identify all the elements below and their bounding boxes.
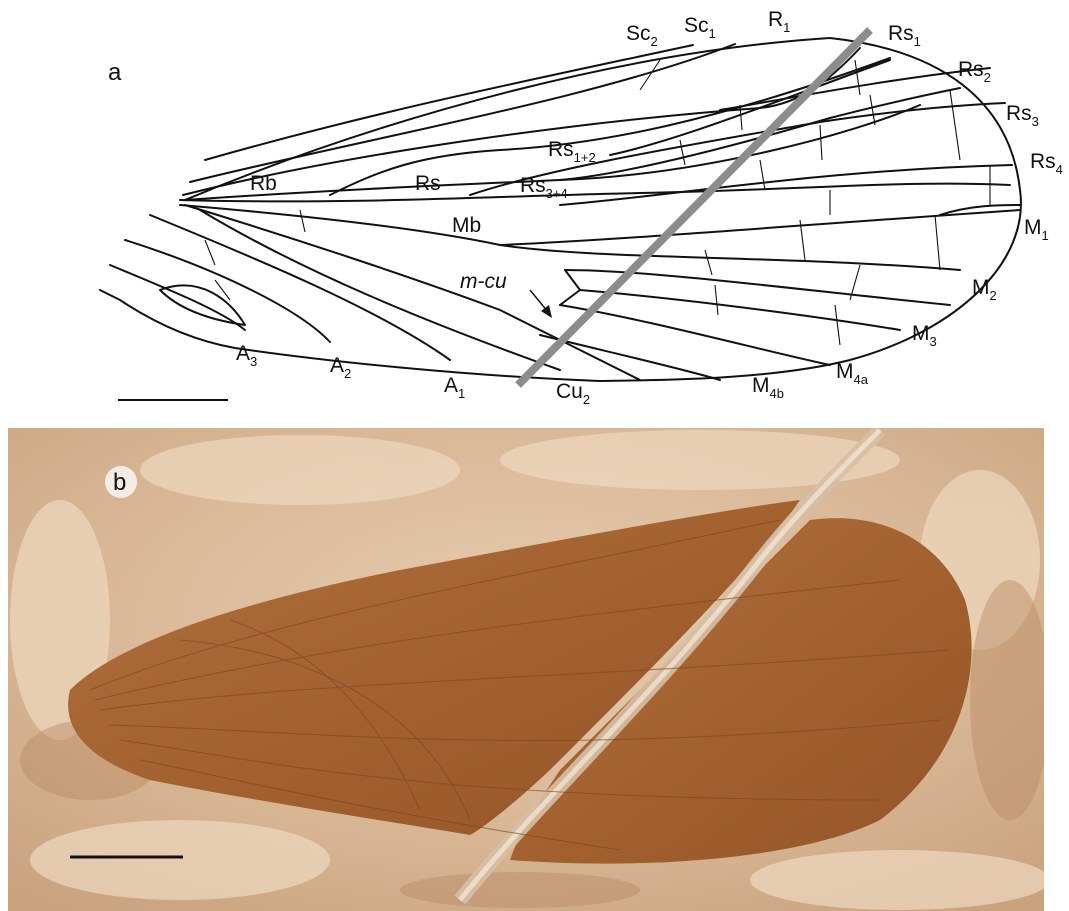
vein-labels: Sc2 Sc1 R1 Rs1 Rs2 Rs3 Rs4 Rs1+2 Rs3+4 R…	[236, 8, 1063, 407]
label-a2: A2	[330, 354, 351, 381]
section-line	[518, 30, 870, 385]
label-m4a: M4a	[836, 360, 869, 387]
label-rs12: Rs1+2	[548, 138, 596, 165]
label-a1: A1	[444, 374, 465, 401]
label-rs34: Rs3+4	[520, 174, 568, 201]
panel-b: b	[8, 428, 1050, 911]
label-rs3: Rs3	[1006, 102, 1039, 129]
medial-veins	[180, 205, 1020, 380]
label-m4b: M4b	[752, 374, 784, 401]
label-rs: Rs	[415, 172, 441, 195]
costal-veins	[183, 44, 860, 195]
label-sc2: Sc2	[626, 22, 658, 49]
label-rs2: Rs2	[958, 58, 991, 85]
label-mb: Mb	[452, 214, 481, 237]
label-m1: M1	[1024, 216, 1049, 243]
label-rs4: Rs4	[1030, 150, 1063, 177]
label-mcu: m-cu	[460, 270, 507, 293]
label-r1: R1	[768, 8, 790, 35]
label-a3: A3	[236, 342, 257, 369]
label-rb: Rb	[250, 172, 277, 195]
panel-b-letter: b	[113, 469, 126, 496]
panel-a-letter: a	[108, 59, 122, 86]
label-sc1: Sc1	[684, 14, 716, 41]
panel-a: a	[100, 8, 1063, 407]
label-m2: M2	[972, 276, 997, 303]
radial-veins	[180, 58, 1020, 215]
cubital-anal-veins	[110, 205, 640, 380]
m-cu-arrow	[530, 290, 552, 318]
label-cu2: Cu2	[556, 380, 590, 407]
label-rs1: Rs1	[888, 22, 921, 49]
